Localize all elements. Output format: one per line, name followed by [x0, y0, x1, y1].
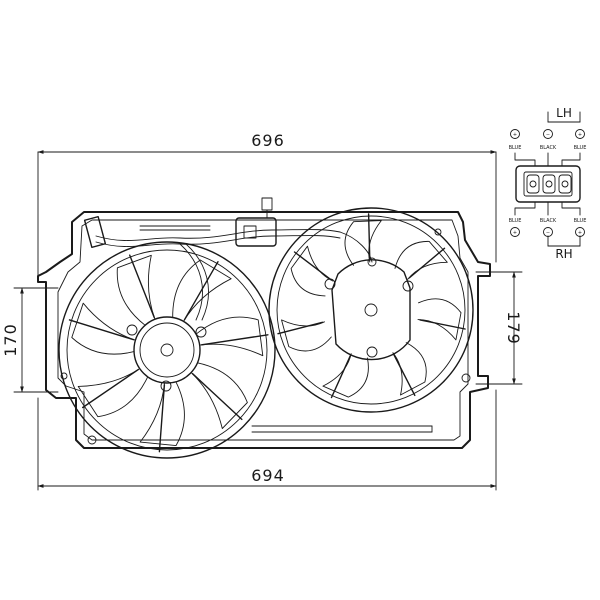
fan-strut [191, 373, 243, 421]
fan-strut [183, 261, 219, 321]
connector-housing [515, 165, 581, 203]
fan-strut [408, 247, 446, 279]
fan-strut [68, 319, 135, 341]
bottom-wire-1: BLUE [509, 218, 522, 224]
bottom-polarity-2: − [546, 230, 550, 236]
fan-strut [393, 353, 416, 397]
bottom-wire-3: BLUE [574, 218, 587, 224]
fan-strut [158, 384, 166, 453]
fan-strut [128, 254, 155, 319]
fan-strut [200, 334, 269, 346]
top-polarity-2: − [546, 132, 550, 138]
fan-strut [419, 319, 466, 330]
top-polarity-3: + [578, 132, 582, 138]
wiring-harness [83, 197, 373, 321]
bottom-wire-2: BLACK [540, 218, 557, 224]
top-wire-3: BLUE [574, 145, 587, 151]
top-wire-1: BLUE [509, 145, 522, 151]
right-fan [268, 207, 474, 413]
dimension-right-height-label: 179 [504, 311, 523, 345]
fan-strut [277, 321, 324, 335]
bottom-polarity-1: + [513, 230, 517, 236]
top-wire-2: BLACK [540, 145, 557, 151]
dimension-right-height: 179 [475, 271, 523, 385]
dimension-left-height: 170 [1, 287, 59, 393]
fan-strut [81, 369, 139, 409]
dimension-bottom-width: 694 [37, 389, 497, 491]
fan-blade [394, 240, 448, 280]
fan-strut [293, 251, 332, 281]
mounting-holes [60, 228, 471, 445]
bottom-polarity-3: + [578, 230, 582, 236]
left-fan [58, 241, 276, 459]
fan-blade [139, 381, 185, 447]
fan-blade [77, 368, 149, 418]
fan-blade [417, 298, 462, 341]
shroud-frame [37, 211, 491, 449]
fan-blade [71, 302, 136, 355]
connector-rh-label: RH [555, 247, 572, 261]
fan-blade [172, 259, 232, 322]
fan-blade [116, 254, 156, 326]
connector-diagram: LH RH + − + BLUE BLACK BLUE BLUE BLA [509, 106, 587, 261]
fan-blade [195, 316, 264, 357]
dimension-bottom-width-label: 694 [251, 466, 285, 485]
fan-blade [322, 353, 369, 398]
fan-blade [392, 342, 427, 396]
dimension-top-width: 696 [37, 131, 497, 283]
fan-blade [281, 319, 332, 352]
fan-strut [367, 213, 371, 261]
fan-blade [344, 220, 382, 266]
top-polarity-1: + [513, 132, 517, 138]
fan-blade [190, 362, 248, 429]
dimension-top-width-label: 696 [251, 131, 285, 150]
dimension-left-height-label: 170 [1, 323, 20, 357]
fan-strut [330, 354, 352, 399]
connector-lh-label: LH [556, 106, 572, 120]
